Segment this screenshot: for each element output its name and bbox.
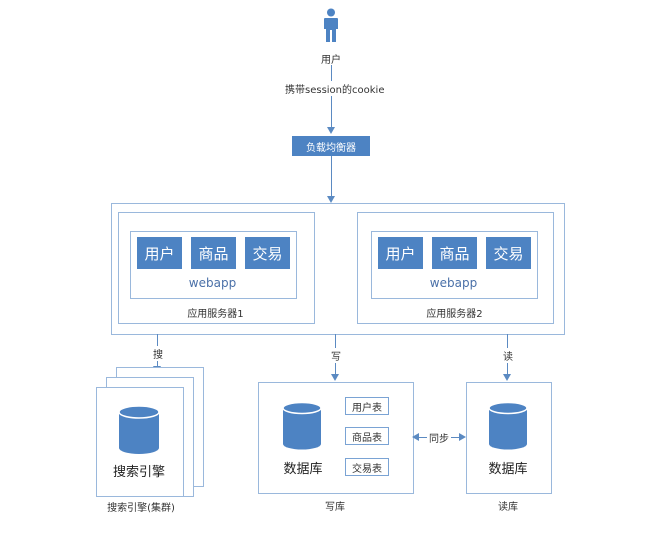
search-engine-label: 搜索引擎 bbox=[112, 465, 165, 480]
table-trade: 交易表 bbox=[345, 458, 389, 476]
edge-user-lb bbox=[331, 65, 332, 127]
module-goods-1: 商品 bbox=[191, 237, 236, 269]
module-goods-2: 商品 bbox=[432, 237, 477, 269]
table-user: 用户表 bbox=[345, 397, 389, 415]
edge-search-label: 搜 bbox=[151, 346, 165, 361]
edge-write-label: 写 bbox=[329, 348, 343, 363]
search-engine-caption: 搜索引擎(集群) bbox=[107, 503, 175, 514]
user-label: 用户 bbox=[321, 55, 341, 66]
write-db-icon bbox=[282, 402, 322, 450]
edge-user-lb-arrow bbox=[327, 127, 335, 134]
read-db-caption: 读库 bbox=[498, 502, 518, 513]
table-goods: 商品表 bbox=[345, 427, 389, 445]
write-db-label: 数据库 bbox=[283, 462, 323, 477]
edge-read-label: 读 bbox=[501, 348, 515, 363]
user-icon bbox=[324, 8, 338, 42]
edge-user-lb-label: 携带session的cookie bbox=[283, 81, 387, 96]
edge-sync-arrow-left bbox=[412, 433, 419, 441]
edge-lb-cluster bbox=[331, 156, 332, 196]
app-server-2-caption: 应用服务器2 bbox=[426, 309, 483, 320]
webapp-2-label: webapp bbox=[429, 276, 478, 290]
module-user-2: 用户 bbox=[378, 237, 423, 269]
module-trade-1: 交易 bbox=[245, 237, 290, 269]
write-db-caption: 写库 bbox=[325, 502, 345, 513]
read-db-label: 数据库 bbox=[488, 462, 528, 477]
edge-sync-arrow-right bbox=[459, 433, 466, 441]
load-balancer-label: 负载均衡器 bbox=[306, 142, 356, 154]
edge-write-arrow bbox=[331, 374, 339, 381]
webapp-1-label: webapp bbox=[188, 276, 237, 290]
read-db-icon bbox=[488, 402, 528, 450]
edge-read-arrow bbox=[503, 374, 511, 381]
load-balancer: 负载均衡器 bbox=[292, 136, 370, 156]
edge-lb-cluster-arrow bbox=[327, 196, 335, 203]
module-user-1: 用户 bbox=[137, 237, 182, 269]
edge-sync-label: 同步 bbox=[427, 430, 451, 445]
module-trade-2: 交易 bbox=[486, 237, 531, 269]
search-engine-db-icon bbox=[118, 405, 160, 454]
app-server-1-caption: 应用服务器1 bbox=[187, 309, 244, 320]
